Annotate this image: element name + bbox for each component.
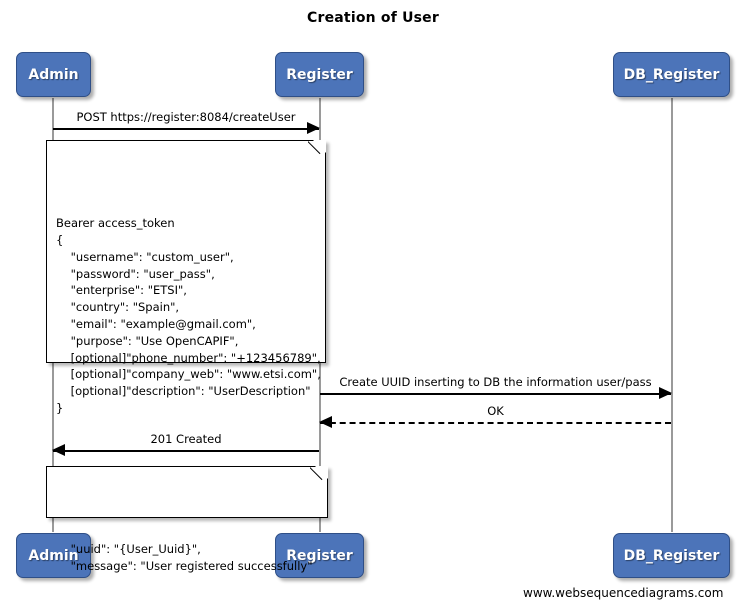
message-label-201-created: 201 Created xyxy=(150,432,222,446)
message-line xyxy=(53,128,319,130)
actor-label-register-top: Register xyxy=(286,66,353,83)
actor-box-db-register-bottom[interactable]: DB_Register xyxy=(613,533,730,578)
arrowhead-left-icon xyxy=(52,444,65,456)
note-fold-icon xyxy=(313,140,326,153)
arrowhead-right-icon xyxy=(307,122,320,134)
lifeline-db-register xyxy=(671,98,673,532)
note-response-body-text: "uuid": "{User_Uuid}", "message": "User … xyxy=(70,542,313,573)
actor-box-admin-bottom[interactable]: Admin xyxy=(16,533,91,578)
message-line xyxy=(53,450,319,452)
actor-box-db-register-top[interactable]: DB_Register xyxy=(613,52,730,97)
actor-label-db-register-bottom: DB_Register xyxy=(623,547,720,564)
message-label-ok: OK xyxy=(487,404,504,418)
actor-label-admin-bottom: Admin xyxy=(28,547,79,564)
actor-label-db-register-top: DB_Register xyxy=(623,66,720,83)
message-label-create-uuid: Create UUID inserting to DB the informat… xyxy=(339,375,652,389)
page-title: Creation of User xyxy=(307,10,439,26)
note-fold-icon xyxy=(315,466,328,479)
actor-box-register-top[interactable]: Register xyxy=(275,52,364,97)
actor-label-register-bottom: Register xyxy=(286,547,353,564)
actor-label-admin-top: Admin xyxy=(28,66,79,83)
footer-watermark: www.websequencediagrams.com xyxy=(523,586,724,600)
note-response-body: "uuid": "{User_Uuid}", "message": "User … xyxy=(46,466,328,573)
note-request-body: Bearer access_token { "username": "custo… xyxy=(46,140,326,415)
message-label-post-create-user: POST https://register:8084/createUser xyxy=(76,110,296,124)
actor-box-admin-top[interactable]: Admin xyxy=(16,52,91,97)
arrowhead-left-icon xyxy=(319,416,332,428)
note-request-body-text: Bearer access_token { "username": "custo… xyxy=(56,216,321,415)
arrowhead-right-icon xyxy=(659,387,672,399)
message-line xyxy=(320,393,671,395)
message-line-dashed xyxy=(320,422,671,424)
actor-box-register-bottom[interactable]: Register xyxy=(275,533,364,578)
